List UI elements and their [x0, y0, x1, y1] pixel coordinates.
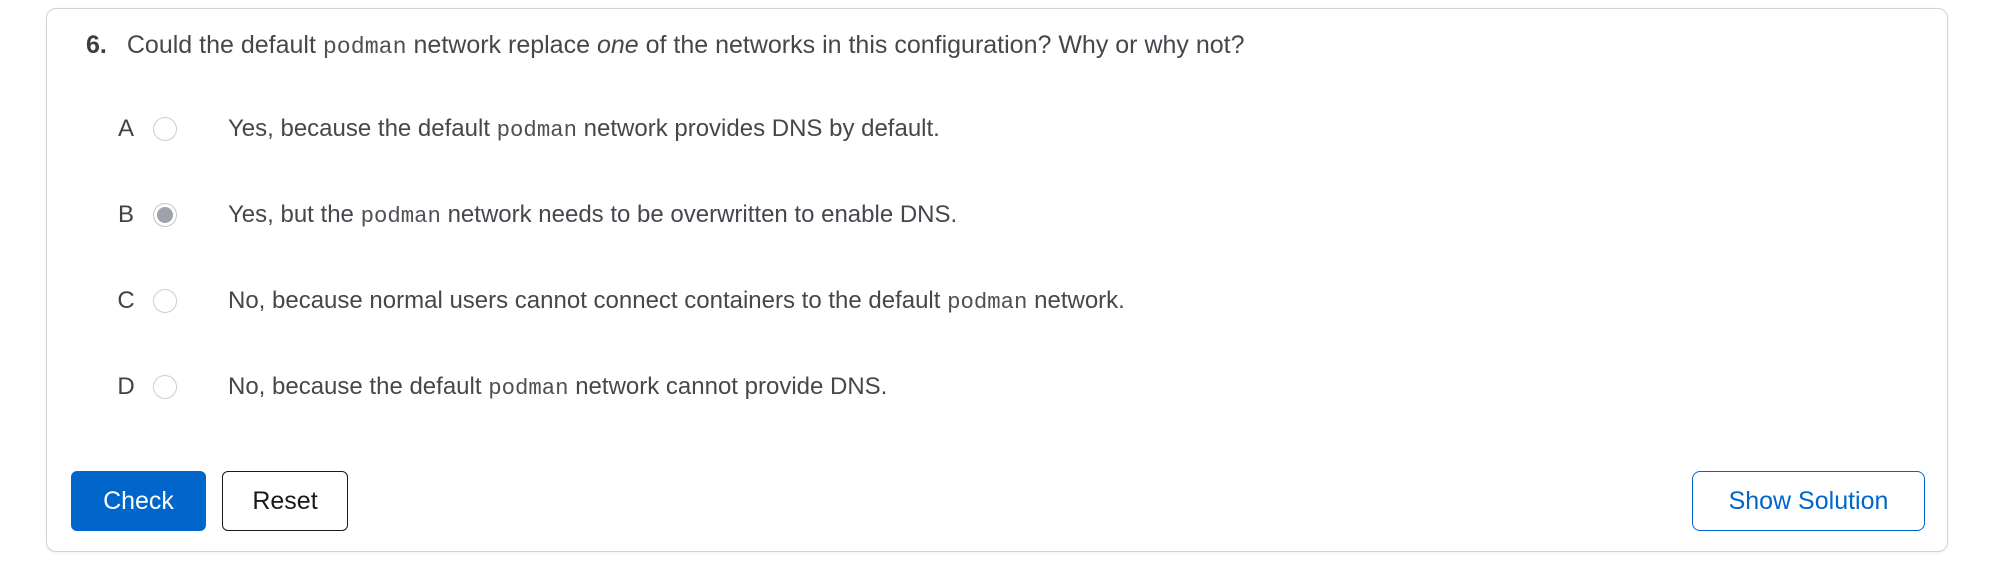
- option-text: No, because normal users cannot connect …: [228, 287, 1125, 315]
- text-segment: network provides DNS by default.: [577, 115, 940, 142]
- text-segment: No, because the default: [228, 373, 489, 400]
- option-radio[interactable]: [153, 375, 177, 399]
- inline-code: podman: [322, 34, 407, 60]
- option-text: No, because the default podman network c…: [228, 373, 887, 401]
- text-segment: network replace: [406, 31, 597, 59]
- option-row[interactable]: B Yes, but the podman network needs to b…: [114, 197, 1947, 233]
- text-segment: network needs to be overwritten to enabl…: [440, 201, 958, 228]
- option-row[interactable]: D No, because the default podman network…: [114, 369, 1947, 405]
- text-segment: network cannot provide DNS.: [568, 373, 888, 400]
- options-list: A Yes, because the default podman networ…: [47, 111, 1947, 405]
- text-segment: Yes, because the default: [228, 115, 497, 142]
- option-letter: A: [117, 115, 134, 142]
- option-text: Yes, because the default podman network …: [228, 115, 940, 143]
- inline-code: podman: [360, 203, 441, 229]
- reset-button[interactable]: Reset: [222, 471, 348, 531]
- text-segment: No, because normal users cannot connect …: [228, 287, 948, 314]
- option-letter: B: [117, 201, 134, 228]
- inline-code: podman: [496, 117, 577, 143]
- inline-code: podman: [488, 375, 569, 401]
- actions-bar: Check Reset: [71, 471, 348, 531]
- option-radio[interactable]: [153, 203, 177, 227]
- option-letter: D: [117, 373, 135, 400]
- option-radio[interactable]: [153, 117, 177, 141]
- text-segment: Yes, but the: [228, 201, 361, 228]
- text-segment: Could the default: [126, 31, 323, 59]
- text-segment: of the networks in this configuration? W…: [638, 31, 1245, 59]
- show-solution-button[interactable]: Show Solution: [1692, 471, 1925, 531]
- text-segment: network.: [1027, 287, 1125, 314]
- option-letter: C: [117, 287, 135, 314]
- option-row[interactable]: C No, because normal users cannot connec…: [114, 283, 1947, 319]
- option-row[interactable]: A Yes, because the default podman networ…: [114, 111, 1947, 147]
- option-text: Yes, but the podman network needs to be …: [228, 201, 957, 229]
- question-card: 6. Could the default podman network repl…: [46, 8, 1948, 552]
- question-number: 6.: [86, 31, 107, 59]
- inline-code: podman: [947, 289, 1028, 315]
- question-text: Could the default podman network replace…: [127, 27, 1245, 65]
- question: 6. Could the default podman network repl…: [86, 27, 1907, 65]
- text-segment: one: [596, 31, 639, 59]
- check-button[interactable]: Check: [71, 471, 206, 531]
- option-radio[interactable]: [153, 289, 177, 313]
